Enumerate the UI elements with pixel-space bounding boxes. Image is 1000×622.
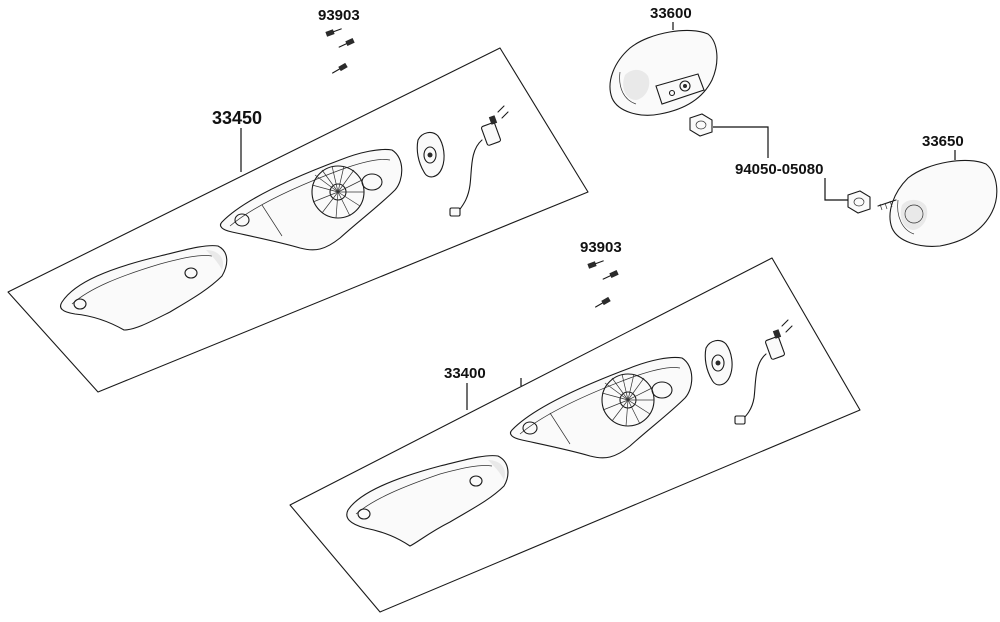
- leader-94050-top: [713, 126, 769, 158]
- front-signal-33650: [877, 150, 998, 247]
- wiring-harness-left: [449, 105, 509, 217]
- lens-cover-right: [346, 455, 509, 547]
- wiring-harness-right: [734, 319, 793, 425]
- bulb-socket-left: [416, 131, 445, 178]
- nut-bottom: [824, 178, 871, 214]
- bulb-socket-right: [704, 339, 733, 386]
- label-33400: 33400: [444, 365, 486, 382]
- assembly-33450: [7, 28, 589, 393]
- lens-cover-left: [59, 245, 228, 331]
- reflector: [601, 373, 655, 427]
- lamp-housing-right: [509, 356, 693, 459]
- label-93903-mid: 93903: [580, 239, 622, 256]
- label-33600: 33600: [650, 5, 692, 22]
- screw-set-93903-mid: [587, 260, 619, 308]
- front-signal-33600: [609, 22, 718, 116]
- label-33450: 33450: [212, 108, 262, 128]
- leader-94050-bottom: [824, 178, 848, 201]
- group-frame-33400: [289, 257, 861, 613]
- label-94050-05080: 94050-05080: [735, 161, 823, 178]
- reflector: [311, 165, 365, 219]
- lamp-housing-left: [219, 148, 403, 251]
- assembly-33400: [289, 257, 861, 613]
- group-frame-33450: [7, 47, 589, 393]
- label-93903-top: 93903: [318, 7, 360, 24]
- screw-set-93903-top: [325, 28, 355, 74]
- label-33650: 33650: [922, 133, 964, 150]
- nut-top: [689, 113, 769, 158]
